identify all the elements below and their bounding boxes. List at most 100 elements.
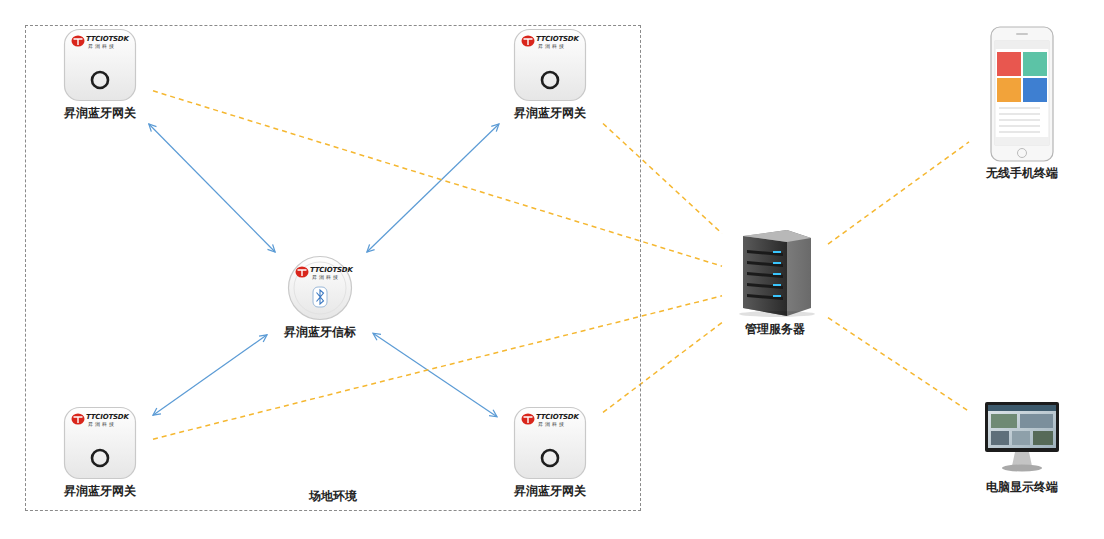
status-light <box>773 262 781 264</box>
beacon-illustration <box>287 255 353 321</box>
gateway-node: TTCIOTSDK昇润科技昇润蓝牙网关 <box>500 28 600 121</box>
status-light <box>773 273 781 275</box>
monitor-stand <box>1012 452 1032 466</box>
device-label: 昇润蓝牙网关 <box>50 484 150 499</box>
monitor-screen <box>988 405 1056 448</box>
phone-figure <box>990 26 1054 162</box>
logo-mark <box>74 417 83 423</box>
drive-bay <box>747 261 783 267</box>
device-label: 昇润蓝牙网关 <box>500 106 600 121</box>
indicator-ring <box>542 72 558 88</box>
brand-name: TTCIOTSDK <box>86 414 129 421</box>
server-shadow <box>739 311 815 317</box>
monitor-base <box>1002 465 1042 472</box>
bluetooth-link <box>153 335 267 415</box>
screen-panel <box>1033 431 1053 445</box>
server-illustration <box>733 228 817 318</box>
status-light <box>773 295 781 297</box>
brand-subtitle: 昇润科技 <box>88 422 116 427</box>
app-tile <box>997 52 1021 76</box>
status-bar <box>995 41 1049 49</box>
list-row <box>999 120 1040 121</box>
phone-illustration <box>990 26 1054 162</box>
logo-mark <box>72 36 85 47</box>
logo-mark <box>524 417 533 423</box>
list-row <box>999 126 1040 127</box>
app-tile <box>997 78 1021 102</box>
screen-panel <box>991 414 1017 428</box>
brand-subtitle: 昇润科技 <box>88 44 116 49</box>
network-link <box>153 296 722 439</box>
brand-name: TTCIOTSDK <box>310 267 353 274</box>
network-link <box>828 142 969 244</box>
logo-mark <box>296 267 309 278</box>
device-label: 昇润蓝牙网关 <box>50 106 150 121</box>
device-label: 昇润蓝牙网关 <box>500 484 600 499</box>
speaker <box>1016 33 1028 35</box>
drive-bay <box>747 283 783 289</box>
server-front <box>743 236 787 316</box>
phone-node: 无线手机终端 <box>972 26 1072 181</box>
device-label: 电脑显示终端 <box>972 480 1072 495</box>
screen-panel <box>991 431 1009 445</box>
phone-screen <box>995 41 1049 145</box>
network-link <box>603 323 722 413</box>
bluetooth-symbol <box>317 290 324 304</box>
drive-bay <box>747 294 783 300</box>
drive-bay <box>747 272 783 278</box>
gateway-figure: TTCIOTSDK昇润科技 <box>63 406 137 480</box>
beacon-housing <box>289 257 352 320</box>
brand-subtitle: 昇润科技 <box>538 44 566 49</box>
pc-node: 电脑显示终端 <box>972 398 1072 495</box>
brand-subtitle: 昇润科技 <box>312 275 340 280</box>
network-link <box>153 91 722 266</box>
phone-body <box>991 27 1053 161</box>
logo-mark <box>74 39 83 45</box>
device-label: 管理服务器 <box>725 322 825 337</box>
logo-mark <box>522 414 535 425</box>
tab-bar <box>995 137 1049 145</box>
gateway-node: TTCIOTSDK昇润科技昇润蓝牙网关 <box>50 28 150 121</box>
gateway-figure: TTCIOTSDK昇润科技 <box>513 28 587 102</box>
status-light <box>773 284 781 286</box>
drive-bay <box>747 250 783 256</box>
device-label: 昇润蓝牙信标 <box>270 325 370 340</box>
bluetooth-link <box>367 124 499 252</box>
network-link <box>828 318 969 412</box>
bluetooth-link <box>149 124 275 252</box>
beacon-node: TTCIOTSDK昇润科技昇润蓝牙信标 <box>270 255 370 340</box>
app-tile <box>1023 52 1047 76</box>
gateway-node: TTCIOTSDK昇润科技昇润蓝牙网关 <box>500 406 600 499</box>
logo-mark <box>72 414 85 425</box>
list-row <box>999 108 1040 109</box>
bluetooth-badge <box>313 287 327 307</box>
indicator-ring <box>92 450 108 466</box>
logo-mark <box>524 39 533 45</box>
pc-illustration <box>983 398 1061 476</box>
server-side <box>743 230 811 316</box>
screen-header <box>988 405 1056 411</box>
logo-mark <box>522 36 535 47</box>
gateway-figure: TTCIOTSDK昇润科技 <box>513 406 587 480</box>
gateway-node: TTCIOTSDK昇润科技昇润蓝牙网关 <box>50 406 150 499</box>
gateway-housing <box>515 408 586 479</box>
logo-mark <box>522 36 535 47</box>
logo-mark <box>72 414 85 425</box>
site-region: 场地环境TTCIOTSDK昇润科技昇润蓝牙网关TTCIOTSDK昇润科技昇润蓝牙… <box>25 25 641 511</box>
beacon-figure: TTCIOTSDK昇润科技 <box>287 255 353 321</box>
bluetooth-link <box>373 333 497 417</box>
logo-mark <box>72 36 85 47</box>
brand-subtitle: 昇润科技 <box>538 422 566 427</box>
gateway-housing <box>65 30 136 101</box>
network-link <box>603 123 722 233</box>
indicator-ring <box>92 72 108 88</box>
gateway-housing <box>515 30 586 101</box>
gateway-housing <box>65 408 136 479</box>
logo-mark <box>522 414 535 425</box>
list-row <box>999 114 1040 115</box>
server-figure <box>733 228 817 318</box>
gateway-figure: TTCIOTSDK昇润科技 <box>63 28 137 102</box>
home-button <box>1018 149 1027 158</box>
